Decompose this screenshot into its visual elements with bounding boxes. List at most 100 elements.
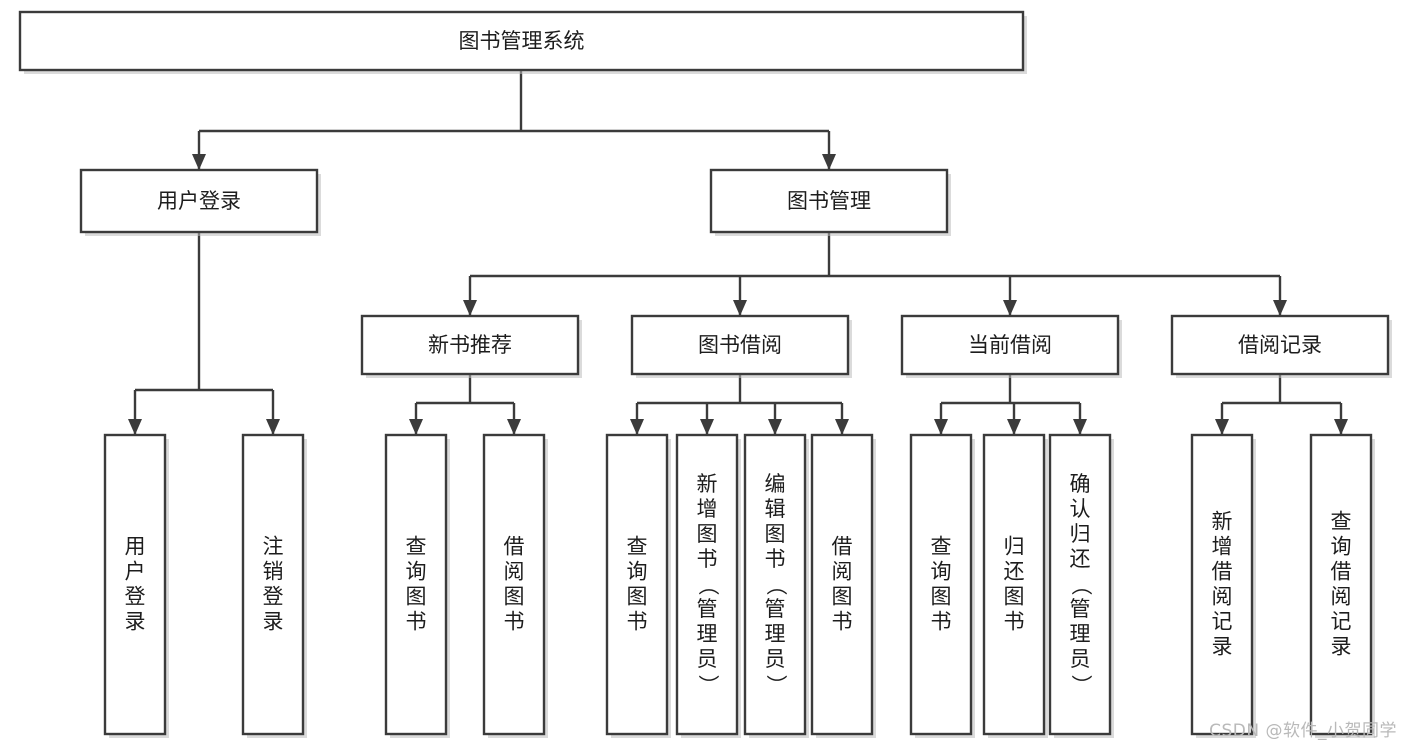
node-leaf-新增借阅记录[interactable]: 新增借阅记录新增借阅记录	[1190, 433, 1256, 738]
node-leaf-归还图书[interactable]: 归还图书归还图书	[982, 433, 1048, 738]
node-label-char: 归	[1070, 522, 1091, 546]
node-rect	[1309, 433, 1373, 736]
node-leaf-查询借阅记录[interactable]: 查询借阅记录查询借阅记录	[1309, 433, 1375, 738]
node-leaf-借阅图书[interactable]: 借阅图书借阅图书	[810, 433, 876, 738]
node-label-char: 图	[931, 585, 952, 609]
node-rect	[900, 314, 1120, 376]
node-label-char: 记	[1331, 610, 1352, 634]
node-label-char: 询	[406, 560, 427, 584]
node-leaf-借阅图书[interactable]: 借阅图书借阅图书	[482, 433, 548, 738]
node-label-char: （	[764, 575, 788, 596]
node-rect	[18, 10, 1025, 72]
node-leaf-查询图书[interactable]: 查询图书查询图书	[605, 433, 671, 738]
node-label-char: 新	[697, 472, 718, 496]
node-label-char: 登	[125, 585, 146, 609]
node-label-char: 书	[697, 547, 718, 571]
node-label-char: （	[1069, 575, 1093, 596]
node-l2-图书管理[interactable]: 图书管理	[709, 168, 951, 236]
node-leaf-查询图书[interactable]: 查询图书查询图书	[909, 433, 975, 738]
node-rect	[360, 314, 580, 376]
node-label-char: 理	[765, 622, 786, 646]
node-label-char: 书	[1004, 610, 1025, 634]
node-label-char: 查	[1331, 510, 1352, 534]
node-l3-图书借阅[interactable]: 图书借阅	[630, 314, 852, 378]
node-rect	[1170, 314, 1390, 376]
node-label-char: 图	[1004, 585, 1025, 609]
node-label-char: 查	[627, 535, 648, 559]
connector-图书管理	[463, 232, 1287, 316]
node-label-char: 新	[1212, 510, 1233, 534]
node-label-char: 借	[832, 535, 853, 559]
arrow-head-icon	[192, 154, 206, 170]
node-rect	[630, 314, 850, 376]
node-label-char: 编	[765, 472, 786, 496]
node-l3-借阅记录[interactable]: 借阅记录	[1170, 314, 1392, 378]
arrow-head-icon	[1334, 419, 1348, 435]
connector-图书借阅	[630, 374, 849, 435]
node-l3-新书推荐[interactable]: 新书推荐	[360, 314, 582, 378]
node-rect	[743, 433, 807, 736]
node-label-char: ）	[696, 675, 720, 696]
connector-新书推荐	[409, 374, 521, 435]
node-label-char: 记	[1212, 610, 1233, 634]
node-root-图书管理系统[interactable]: 图书管理系统	[18, 10, 1027, 74]
node-label: 借阅记录	[1238, 333, 1322, 357]
arrow-head-icon	[1215, 419, 1229, 435]
node-label-char: 阅	[832, 560, 853, 584]
node-layer: 图书管理系统用户登录图书管理新书推荐图书借阅当前借阅借阅记录用户登录用户登录注销…	[18, 10, 1392, 738]
arrow-head-icon	[507, 419, 521, 435]
arrow-head-icon	[700, 419, 714, 435]
node-label-char: 询	[627, 560, 648, 584]
watermark-text: CSDN @软件_小贺同学	[1209, 721, 1397, 741]
node-label-char: 认	[1070, 497, 1091, 521]
node-leaf-注销登录[interactable]: 注销登录注销登录	[241, 433, 307, 738]
node-rect	[909, 433, 973, 736]
node-label-char: 员	[1070, 647, 1091, 671]
node-label-char: 录	[263, 610, 284, 634]
node-label: 当前借阅	[968, 333, 1052, 357]
node-label-char: 录	[1331, 635, 1352, 659]
node-label-char: 理	[697, 622, 718, 646]
node-label-char: 阅	[504, 560, 525, 584]
node-label: 图书管理系统	[459, 29, 585, 53]
node-label-char: 询	[1331, 535, 1352, 559]
node-label-char: ）	[1069, 675, 1093, 696]
node-leaf-用户登录[interactable]: 用户登录用户登录	[103, 433, 169, 738]
arrow-head-icon	[768, 419, 782, 435]
connector-借阅记录	[1215, 374, 1348, 435]
arrow-head-icon	[733, 300, 747, 316]
node-label-char: 书	[504, 610, 525, 634]
node-label: 新书推荐	[428, 333, 512, 357]
node-l2-用户登录[interactable]: 用户登录	[79, 168, 321, 236]
node-label-char: （	[696, 575, 720, 596]
node-label-char: 查	[931, 535, 952, 559]
node-label: 图书管理	[787, 189, 871, 213]
node-l3-当前借阅[interactable]: 当前借阅	[900, 314, 1122, 378]
node-label-char: 图	[832, 585, 853, 609]
node-label-char: 借	[1212, 560, 1233, 584]
node-label-char: 阅	[1331, 585, 1352, 609]
node-rect	[709, 168, 949, 234]
arrow-head-icon	[630, 419, 644, 435]
node-label-char: 借	[1331, 560, 1352, 584]
node-rect	[79, 168, 319, 234]
node-label-char: 注	[263, 535, 284, 559]
node-label-char: 管	[765, 597, 786, 621]
node-label-char: 登	[263, 585, 284, 609]
arrow-head-icon	[835, 419, 849, 435]
node-leaf-查询图书[interactable]: 查询图书查询图书	[384, 433, 450, 738]
arrow-head-icon	[822, 154, 836, 170]
node-rect	[982, 433, 1046, 736]
node-rect	[384, 433, 448, 736]
connector-图书管理系统	[192, 70, 836, 170]
node-label-char: 图	[504, 585, 525, 609]
node-label-char: 确	[1070, 472, 1091, 496]
node-rect	[103, 433, 167, 736]
node-label-char: 辑	[765, 497, 786, 521]
node-label-char: 书	[931, 610, 952, 634]
node-label-char: 管	[697, 597, 718, 621]
